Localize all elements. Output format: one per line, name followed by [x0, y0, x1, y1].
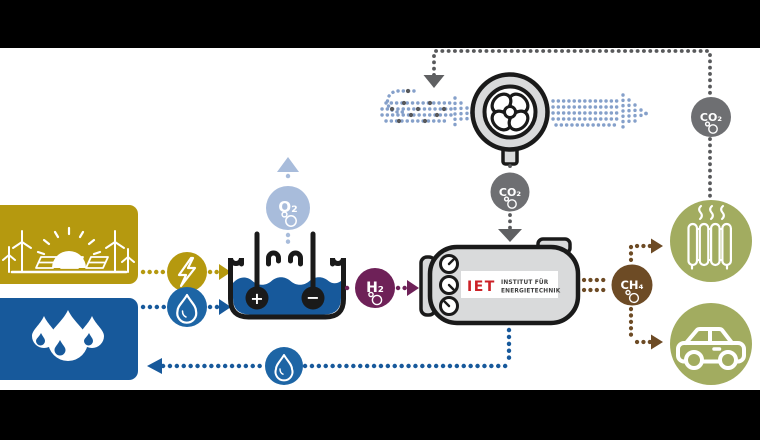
water-return-line	[147, 327, 512, 385]
molecule-glyph	[704, 121, 718, 134]
drop-icon	[274, 354, 294, 382]
ch4-line: CH₄	[581, 238, 663, 350]
electricity-arrow	[219, 264, 231, 280]
heating-node	[670, 200, 752, 282]
lightning-icon	[177, 256, 197, 288]
molecule-glyph	[625, 289, 640, 304]
electrolyzer: + −	[228, 231, 346, 320]
iet-brand: IET	[467, 279, 496, 295]
drop-icon	[176, 293, 198, 324]
ch4-arrow-heating	[651, 238, 663, 254]
water-node	[167, 287, 207, 327]
water-line	[140, 287, 231, 327]
electricity-line	[140, 252, 231, 292]
radiator-icon	[687, 204, 733, 270]
water-drops-icon	[32, 310, 104, 361]
co2-recycle-arrow-down	[423, 75, 445, 88]
o2-arrow-up	[277, 157, 299, 172]
tank-outline	[228, 257, 346, 320]
anode	[245, 286, 269, 310]
mobility-node	[670, 303, 752, 385]
h2-line: H₂	[344, 268, 419, 308]
renewables-icon	[2, 226, 135, 274]
co2-exhaust-label: CO₂	[700, 111, 722, 124]
cathode-sign: −	[306, 288, 319, 307]
car-wheel	[718, 350, 738, 370]
car-icon	[676, 327, 746, 364]
co2-molecule-exhaust: CO₂	[691, 97, 731, 137]
methanation-reactor: IET INSTITUT FÜR ENERGIETECHNIK	[419, 237, 581, 326]
institute-line1: INSTITUT FÜR	[501, 279, 549, 286]
h2-arrow	[407, 280, 419, 296]
renewable-energy-box	[0, 205, 138, 284]
o2-label: O₂	[278, 198, 297, 216]
co2-recycle-line	[423, 49, 712, 200]
ch4-label: CH₄	[620, 278, 643, 292]
air-stream	[380, 88, 474, 130]
h2-molecule	[355, 268, 395, 308]
water-arrow	[219, 299, 231, 315]
co2-molecule-capture: CO₂	[490, 164, 530, 242]
ch4-molecule	[611, 264, 653, 306]
gauges	[439, 254, 459, 316]
clean-air-stream	[551, 93, 648, 133]
water-return-arrow	[147, 358, 162, 374]
co2-specks	[389, 88, 447, 124]
molecule-glyph	[503, 196, 517, 209]
co2-capture-label: CO₂	[499, 186, 521, 199]
molecule-glyph	[368, 291, 383, 306]
o2-vent-line: O₂	[266, 157, 310, 250]
anode-sign: +	[250, 289, 263, 308]
o2-molecule	[266, 186, 310, 230]
co2-to-reactor-arrow	[498, 229, 522, 242]
cathode	[301, 286, 325, 310]
heat-waves	[698, 204, 725, 221]
car-wheel	[684, 350, 704, 370]
ch4-arrow-mobility	[651, 334, 663, 350]
molecule-glyph	[281, 211, 297, 227]
electricity-node	[167, 252, 207, 292]
iet-logo: IET INSTITUT FÜR ENERGIETECHNIK	[461, 271, 561, 298]
water-return-node	[265, 347, 303, 385]
water-box	[0, 298, 138, 380]
fan-blower	[470, 72, 550, 166]
fan-icon	[490, 92, 530, 132]
institute-line2: ENERGIETECHNIK	[501, 289, 561, 295]
